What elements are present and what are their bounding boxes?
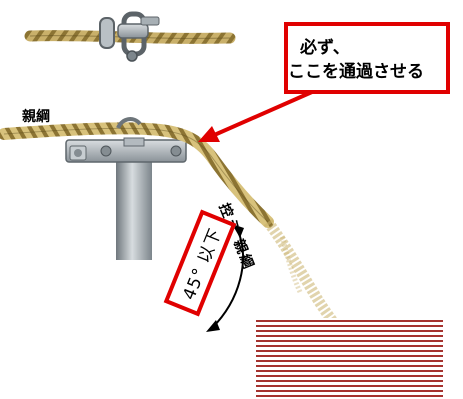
guy-rope-fade [263, 218, 384, 377]
ground-stripe [256, 345, 443, 347]
ground-stripe [256, 395, 443, 397]
ground-stripe [256, 350, 443, 352]
ground-stripe [256, 385, 443, 387]
ground-stripe [256, 370, 443, 372]
ground-stripe [256, 355, 443, 357]
callout-arrow [198, 90, 313, 142]
angle-arc [206, 224, 244, 332]
callout-box [284, 22, 450, 94]
ground-stripe [256, 365, 443, 367]
ground-stripe [256, 330, 443, 332]
callout-line-2: ここを通過させる [288, 62, 424, 82]
callout-line-1: 必ず、 [300, 38, 350, 58]
ground-stripe [256, 360, 443, 362]
top-rope-shackle [24, 11, 236, 62]
ground-stripe [256, 320, 443, 322]
main-rope-label: 親綱 [22, 109, 50, 125]
ground-stripes [256, 318, 443, 397]
ground-stripe [256, 325, 443, 327]
pole-clamp [65, 137, 187, 163]
main-rope [0, 117, 274, 228]
ground-stripe [256, 375, 443, 377]
ground-stripe [256, 390, 443, 392]
pole [116, 150, 152, 260]
ground-stripe [256, 335, 443, 337]
ground-stripe [256, 380, 443, 382]
ground-stripe [256, 340, 443, 342]
shackle-icon [99, 11, 160, 62]
